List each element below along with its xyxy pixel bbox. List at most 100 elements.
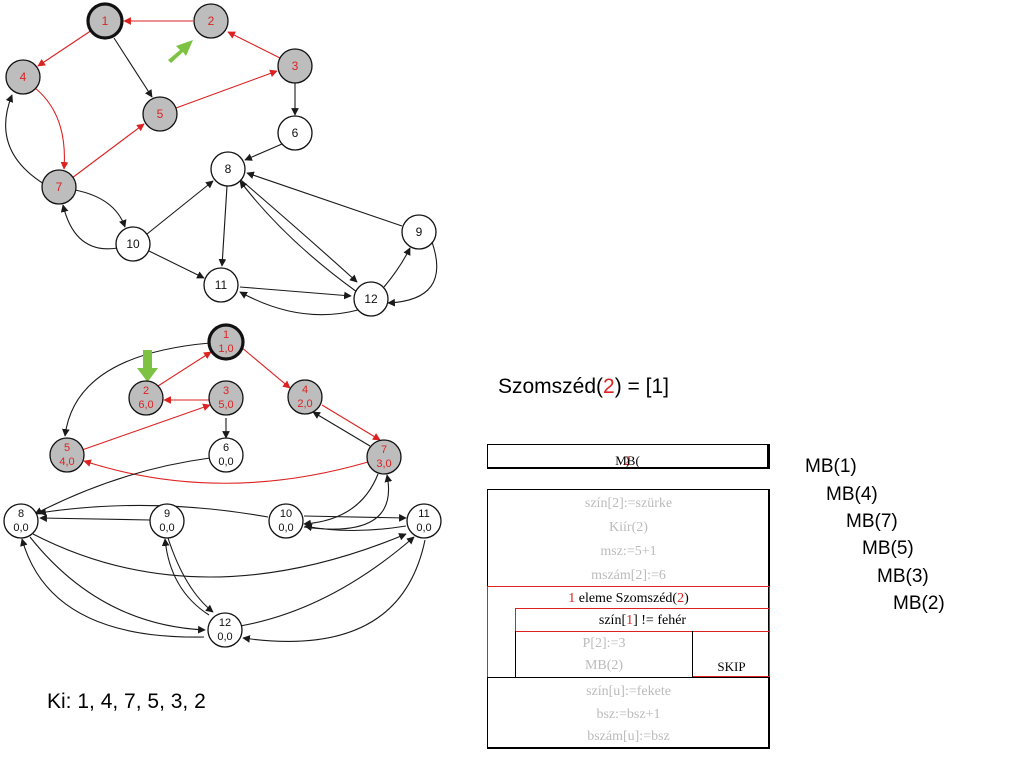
bottom-node-2: 26,0 <box>128 380 164 416</box>
call-stack-item: MB(2) <box>893 593 945 614</box>
bedge-6-8 <box>34 457 211 515</box>
top-node-9: 9 <box>401 214 437 250</box>
bottom-node-3: 35,0 <box>208 380 244 416</box>
edge-7-10 <box>74 189 127 228</box>
bedge-7-5 <box>83 459 369 484</box>
bottom-node-7: 73,0 <box>366 439 402 475</box>
call-stack-item: MB(1) <box>805 456 857 477</box>
svg-text:7: 7 <box>381 444 387 456</box>
svg-text:10: 10 <box>280 508 292 520</box>
bedge-10-7 <box>303 474 393 530</box>
top-node-3: 3 <box>277 48 313 84</box>
svg-text:1: 1 <box>223 329 229 341</box>
bedge-2-1 <box>157 351 212 387</box>
edge-9-12 <box>387 241 438 307</box>
call-stack-item: MB(4) <box>826 484 878 505</box>
top-node-11: 11 <box>203 267 239 303</box>
svg-text:8: 8 <box>225 162 232 176</box>
code-line: mszám[2]:=6 <box>591 568 666 583</box>
edge-9-8 <box>246 171 403 227</box>
svg-text:2,0: 2,0 <box>297 398 312 410</box>
edge-12-8 <box>239 180 358 293</box>
bedge-1-4 <box>240 346 291 389</box>
edge-10-7 <box>60 204 119 250</box>
bottom-node-1: 11,0 <box>207 323 245 361</box>
code-line: Kiír(2) <box>609 520 648 535</box>
svg-text:0,0: 0,0 <box>217 631 232 643</box>
loop-header: 1 eleme Szomszéd(2) <box>568 591 689 606</box>
edge-1-4 <box>37 29 93 67</box>
svg-text:5,0: 5,0 <box>218 399 233 411</box>
top-node-2: 2 <box>193 3 229 39</box>
bedge-8-11 <box>32 533 407 578</box>
svg-text:5: 5 <box>64 442 70 454</box>
code-line: bszám[u]:=bsz <box>587 729 670 744</box>
bottom-node-10: 100,0 <box>268 503 304 539</box>
then-line: P[2]:=3 <box>582 636 626 651</box>
bedge-11-12 <box>242 539 426 643</box>
svg-text:6: 6 <box>292 126 299 140</box>
bottom-node-5: 54,0 <box>49 437 85 473</box>
top-graph-edges <box>5 17 438 316</box>
edge-10-11 <box>148 250 205 279</box>
svg-text:11: 11 <box>418 508 429 520</box>
svg-text:4: 4 <box>302 384 308 396</box>
svg-text:0,0: 0,0 <box>159 522 174 534</box>
edge-7-5 <box>71 123 145 179</box>
svg-text:1,0: 1,0 <box>218 343 233 355</box>
bottom-graph-edges <box>20 342 426 643</box>
bedge-10-8 <box>38 504 269 518</box>
svg-text:2: 2 <box>143 385 149 397</box>
bottom-node-4: 42,0 <box>287 379 323 415</box>
top-node-7: 7 <box>41 169 77 205</box>
bedge-9-8 <box>39 514 151 522</box>
call-stack-item: MB(7) <box>846 511 898 532</box>
condition-block <box>515 608 770 632</box>
svg-text:4,0: 4,0 <box>59 456 74 468</box>
block-divider <box>487 677 770 678</box>
code-line: msz:=5+1 <box>600 544 657 559</box>
top-node-1: 1 <box>86 2 124 40</box>
bedge-9-12 <box>167 537 214 613</box>
edge-3-2 <box>227 31 281 59</box>
bedge-10-11 <box>303 514 407 522</box>
svg-text:10: 10 <box>126 237 140 251</box>
edge-8-12 <box>240 179 358 283</box>
svg-text:9: 9 <box>416 225 423 239</box>
edge-12-11 <box>239 291 359 316</box>
else-skip: SKIP <box>717 659 746 674</box>
code-line: szín[u]:=fekete <box>586 684 671 699</box>
bedge-7-4 <box>312 411 371 447</box>
svg-text:7: 7 <box>56 180 63 194</box>
bedge-8-12 <box>29 536 206 634</box>
edge-10-8 <box>146 180 214 235</box>
svg-text:3: 3 <box>223 385 229 397</box>
svg-text:11: 11 <box>215 278 228 292</box>
svg-text:6: 6 <box>223 442 229 454</box>
bottom-node-8: 80,0 <box>3 503 39 539</box>
bottom-node-6: 60,0 <box>208 437 244 473</box>
svg-text:5: 5 <box>157 107 164 121</box>
code-line: bsz:=bsz+1 <box>596 707 661 722</box>
svg-text:12: 12 <box>219 617 231 629</box>
svg-text:3: 3 <box>292 59 299 73</box>
svg-text:2: 2 <box>208 14 215 28</box>
edge-12-9 <box>383 247 411 288</box>
edge-4-7 <box>34 87 69 170</box>
bottom-node-12: 120,0 <box>207 612 243 648</box>
top-node-4: 4 <box>5 59 41 95</box>
svg-text:3,0: 3,0 <box>376 458 391 470</box>
svg-text:8: 8 <box>18 508 24 520</box>
green-arrow-bottom-icon <box>137 350 158 382</box>
green-arrow-top-icon <box>168 40 193 63</box>
bedge-12-8 <box>20 538 205 638</box>
edge-5-3 <box>175 69 278 109</box>
bedge-12-9 <box>161 538 210 616</box>
bedge-7-10 <box>303 473 379 528</box>
edge-6-8 <box>244 143 283 161</box>
top-node-12: 12 <box>353 281 389 317</box>
bedge-4-7 <box>321 404 381 441</box>
top-node-6: 6 <box>277 115 313 151</box>
svg-text:0,0: 0,0 <box>416 522 431 534</box>
